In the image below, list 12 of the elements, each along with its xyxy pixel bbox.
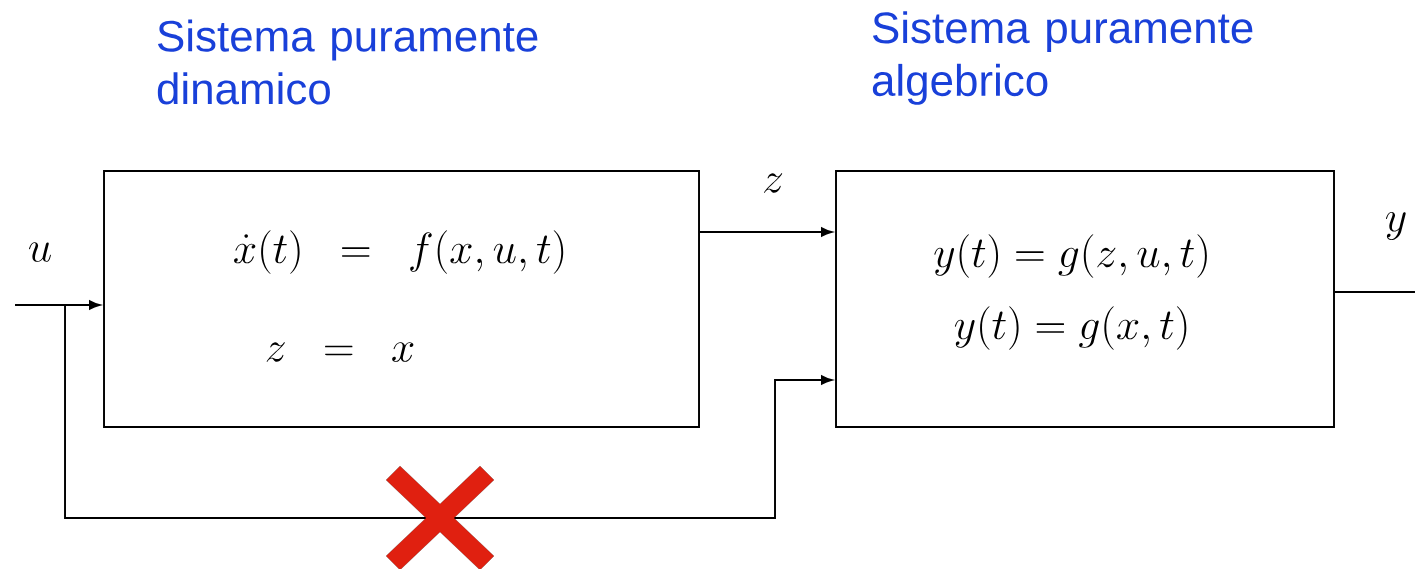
- arrow: [14, 300, 101, 310]
- heading-text: Sistema puramente algebrico: [872, 11, 1253, 105]
- heading-text: Sistema puramente dinamico: [157, 19, 538, 105]
- equation: $y(t) = g(x,t)$: [954, 306, 1187, 350]
- equation: $\dot{x}(t) \;\;=\;\; f(x,u,t)$: [234, 230, 564, 274]
- arrow: [699, 227, 833, 237]
- equation: $z \;\;=\;\; x$: [266, 342, 414, 362]
- arrow: [64, 304, 833, 519]
- equation: $y(t) = g(z,u,t)$: [934, 234, 1207, 278]
- edge-label: $z$: [763, 173, 783, 193]
- edge-label: $u$: [29, 242, 51, 262]
- edge-label: $y$: [1385, 211, 1406, 241]
